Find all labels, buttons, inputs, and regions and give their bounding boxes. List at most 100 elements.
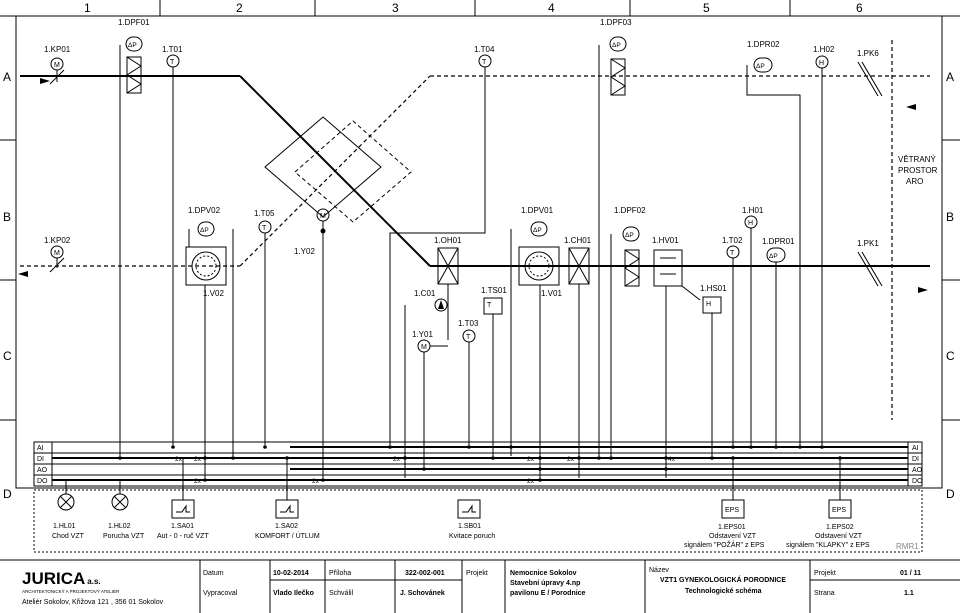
row-label-a-left: A — [3, 70, 11, 84]
desc-eps01-line1: Odstavení VZT — [709, 533, 757, 540]
exhaust-air-duct — [18, 75, 930, 277]
label-t03: 1.T03 — [458, 319, 479, 328]
projekt-line-2: Stavební úpravy 4.np — [510, 580, 580, 587]
svg-text:T: T — [466, 334, 471, 341]
cooler-ch01 — [568, 247, 590, 478]
svg-text:M: M — [421, 344, 427, 351]
fan-v01: ΔP — [510, 221, 560, 478]
desc-hl01: Chod VZT — [52, 533, 85, 540]
label-hl01: 1.HL01 — [53, 523, 76, 530]
column-label-3: 3 — [392, 1, 399, 15]
row-label-a-right: A — [946, 70, 954, 84]
svg-text:ΔP: ΔP — [200, 227, 209, 234]
fire-signal-eps02: EPS — [828, 499, 852, 519]
filter-dpf02: ΔP — [610, 226, 640, 456]
column-label-4: 4 — [548, 1, 555, 15]
pressure-sensor-dpr01: ΔP — [766, 247, 786, 445]
fire-damper-pk1 — [857, 251, 883, 287]
label-oh01: 1.OH01 — [434, 236, 462, 245]
svg-text:M: M — [54, 250, 60, 257]
pressure-symbol: ΔP — [128, 42, 137, 49]
bus-junctions — [118, 445, 842, 482]
filter-dpf01: ΔP — [119, 36, 143, 456]
strana-label: Strana — [814, 590, 835, 597]
bus-count: 2x — [393, 456, 401, 463]
room-label-2: PROSTOR — [898, 166, 938, 175]
label-t04: 1.T04 — [474, 45, 495, 54]
label-dpf02: 1.DPF02 — [614, 206, 646, 215]
svg-text:T: T — [262, 225, 267, 232]
row-label-d-right: D — [946, 487, 955, 501]
label-dpr01: 1.DPR01 — [762, 237, 795, 246]
projekt2-label: Projekt — [814, 570, 836, 577]
filter-dpf03: ΔP — [598, 36, 627, 456]
heat-recovery-exchanger — [264, 116, 412, 223]
nazev-label: Název — [649, 567, 669, 574]
label-h02: 1.H02 — [813, 45, 835, 54]
desc-eps02-line1: Odstavení VZT — [815, 533, 863, 540]
switch-sa01 — [171, 499, 195, 519]
sensor-t04: T — [389, 54, 492, 445]
thermostat-ts01: T — [483, 297, 503, 456]
column-label-5: 5 — [703, 1, 710, 15]
bus-label-ai-right: AI — [912, 445, 919, 452]
sensor-t01: T — [166, 54, 180, 445]
priloha-value: 322-002-001 — [405, 570, 445, 577]
datum-label: Datum — [203, 570, 224, 577]
svg-text:ΔP: ΔP — [769, 253, 778, 260]
column-label-2: 2 — [236, 1, 243, 15]
label-kp01: 1.KP01 — [44, 45, 71, 54]
label-ts01: 1.TS01 — [481, 286, 507, 295]
label-sa02: 1.SA02 — [275, 523, 298, 530]
desc-eps01-line2: signálem "POŽÁR" z EPS — [684, 540, 765, 549]
sensor-h01: H — [744, 215, 758, 445]
svg-text:ΔP: ΔP — [625, 232, 634, 239]
svg-text:EPS: EPS — [832, 507, 846, 514]
damper-kp02: M — [49, 245, 65, 273]
label-dpv01: 1.DPV01 — [521, 206, 554, 215]
desc-sa02: KOMFORT / ÚTLUM — [255, 531, 320, 540]
projekt-label: Projekt — [466, 570, 488, 577]
bus-label-ao-right: AO — [912, 467, 923, 474]
label-eps02: 1.EPS02 — [826, 524, 854, 531]
drawing-frame — [0, 0, 960, 561]
control-panel-outline — [33, 489, 923, 553]
label-c01: 1.C01 — [414, 289, 436, 298]
bus-count: 2x — [527, 456, 535, 463]
vypracoval-value: Vlado Ilečko — [273, 590, 314, 597]
label-pk1: 1.PK1 — [857, 239, 879, 248]
desc-sa01: Aut - 0 - ruč VZT — [157, 533, 209, 540]
column-label-1: 1 — [84, 1, 91, 15]
pressure-sensor-dpr02: ΔP — [746, 57, 801, 445]
svg-text:ΔP: ΔP — [612, 42, 621, 49]
row-label-c-left: C — [3, 349, 12, 363]
label-y02: 1.Y02 — [294, 247, 315, 256]
svg-text:T: T — [730, 250, 735, 257]
room-label-3: ARO — [906, 177, 923, 186]
row-label-c-right: C — [946, 349, 955, 363]
pushbutton-sb01 — [457, 499, 481, 519]
bus-count: 2x — [194, 478, 202, 485]
svg-text:T: T — [487, 302, 492, 309]
label-dpf01: 1.DPF01 — [118, 18, 150, 27]
nazev-line-2: Technologické schéma — [685, 588, 762, 595]
svg-text:H: H — [748, 220, 753, 227]
nazev-line-1: VZT1 GYNEKOLOGICKÁ PORODNICE — [660, 575, 786, 584]
vypracoval-label: Vypracoval — [203, 590, 238, 597]
bus-count: 2x — [312, 478, 320, 485]
bus-count: 2x — [175, 456, 183, 463]
projekt-line-3: pavilonu E / Porodnice — [510, 590, 586, 597]
row-label-d-left: D — [3, 487, 12, 501]
projekt2-value: 01 / 11 — [900, 570, 921, 577]
indicator-lamp-hl01 — [57, 493, 75, 511]
company-address: Ateliér Sokolov, Křižova 121 , 356 01 So… — [22, 599, 164, 606]
priloha-label: Příloha — [329, 570, 351, 577]
bus-label-ao: AO — [37, 467, 48, 474]
fire-signal-eps01: EPS — [721, 499, 745, 519]
label-y01: 1.Y01 — [412, 330, 433, 339]
bus-label-do-right: DO — [912, 478, 923, 485]
projekt-line-1: Nemocnice Sokolov — [510, 570, 577, 577]
sensor-t02: T — [726, 245, 740, 445]
label-t02: 1.T02 — [722, 236, 743, 245]
